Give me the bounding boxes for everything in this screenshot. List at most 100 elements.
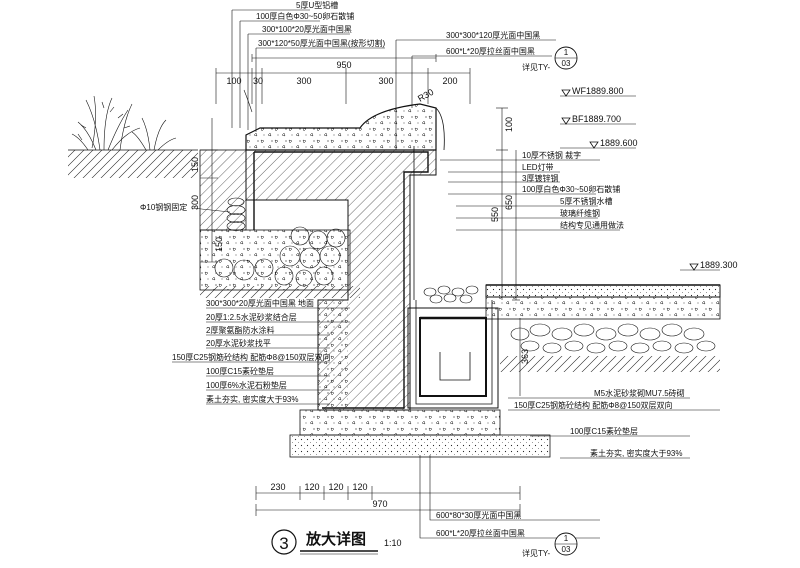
callout-white-pebbles-2: 100厚白色Φ30~50卵石散铺 (522, 184, 620, 194)
callout-c15-cushion-2: 100厚C15素砼垫层 (570, 426, 638, 436)
ref-bottom-num: 1 (564, 534, 569, 543)
vdim-left-150: 150 (190, 157, 200, 172)
base-slab (299, 409, 501, 436)
bottom-dimension-chain (255, 486, 521, 516)
callout-rc-structure-2: 150厚C25钢筋砼结构 配筋Φ8@150双层双向 (514, 400, 673, 410)
callout-waterproof: 2厚聚氨酯防水涂料 (206, 325, 274, 335)
elev-marker-wf (561, 89, 571, 97)
vdim-left-300: 300 (190, 195, 200, 210)
radius-label: R30 (416, 87, 435, 104)
dim-100: 100 (226, 76, 241, 86)
pebble-bed-upper (226, 197, 246, 231)
elevation-markers (561, 89, 699, 271)
elev-marker-bf (561, 117, 571, 125)
ref-top-sheet: 03 (562, 59, 571, 68)
water-basin (407, 307, 499, 409)
callout-brick-masonry: M5水泥砂浆砌MU7.5砖砌 (594, 388, 685, 398)
right-callouts: 10厚不锈钢 裁字 LED灯带 3厚镀锌钢 100厚白色Φ30~50卵石散铺 5… (522, 150, 624, 230)
membrane-lines (253, 146, 493, 409)
top-right-callouts: 300*300*120厚光面中国黑 600*L*20厚拉丝面中国黑 (446, 30, 540, 56)
bottom-dimensions: 230 120 120 120 970 (270, 482, 387, 509)
wall-structure (199, 149, 551, 458)
left-vertical-dim-labels: 150 300 150 (190, 157, 224, 252)
callout-black-stone-120: 300*120*50厚光面中国黑(按形切割) (258, 38, 385, 48)
callout-mortar-bed: 20厚1:2.5水泥砂浆结合层 (206, 312, 297, 322)
callout-cap-600x80: 600*80*30厚光面中国黑 (436, 510, 521, 520)
topsoil-hatch (68, 150, 198, 178)
dim-950: 950 (336, 60, 351, 70)
callout-brushed-face: 600*L*20厚拉丝面中国黑 (446, 46, 535, 56)
title-text: 放大详图 (305, 530, 366, 548)
callout-aluminum-channel: 5厚U型铝槽 (296, 0, 338, 10)
mid-vertical-dim-labels: 100 550 650 363 (490, 117, 530, 364)
callout-c15-cushion: 100厚C15素砼垫层 (206, 366, 274, 376)
footing-left (199, 229, 351, 291)
basin-box (419, 317, 487, 397)
elev-pavement: 1889.300 (700, 260, 738, 270)
top-dimension-chain (215, 54, 471, 104)
callout-compacted-soil: 素土夯实, 密实度大于93% (206, 394, 298, 404)
callout-leveling: 20厚水泥砂浆找平 (206, 338, 271, 348)
title-number-circle (271, 529, 297, 555)
coping-stone (243, 89, 445, 151)
callout-led-strip: LED灯带 (522, 162, 554, 172)
vdim-100: 100 (504, 117, 514, 132)
callout-rc-structure: 150厚C25钢筋砼结构 配筋Φ8@150双层双向 (172, 352, 331, 362)
base-cushion (289, 434, 551, 458)
vdim-550: 550 (490, 207, 500, 222)
bdim-120-c: 120 (352, 482, 367, 492)
bdim-120-b: 120 (328, 482, 343, 492)
leader-lines (172, 9, 720, 539)
callout-structure-general: 结构专见通用做法 (560, 220, 624, 230)
callout-cement-stone: 100厚6%水泥石粉垫层 (206, 380, 287, 390)
right-pavement (485, 284, 721, 372)
callout-floor-stone: 300*300*20厚光面中国黑 地面 (206, 298, 314, 308)
elev-marker-pavement (689, 263, 699, 271)
bdim-120-a: 120 (304, 482, 319, 492)
left-base-earth (200, 286, 360, 298)
callout-stainless-letters: 10厚不锈钢 裁字 (522, 150, 581, 160)
dim-30: 30 (253, 76, 263, 86)
ref-bottom-prefix: 详见TY- (522, 548, 550, 558)
ref-top-prefix: 详见TY- (522, 62, 550, 72)
planter-wall (199, 149, 247, 231)
callout-stainless-trough: 5厚不锈钢水槽 (560, 196, 612, 206)
drawing-title: 3 放大详图 1:10 (271, 529, 402, 555)
title-scale: 1:10 (384, 538, 402, 548)
callout-coping-300: 300*300*120厚光面中国黑 (446, 30, 540, 40)
left-vertical-dims (200, 118, 218, 263)
vdim-363: 363 (520, 349, 530, 364)
title-number: 3 (279, 534, 288, 553)
top-callouts: 5厚U型铝槽 100厚白色Φ30~50卵石散铺 300*100*20厚光面中国黑… (256, 0, 385, 48)
dim-200: 200 (442, 76, 457, 86)
ref-top-num: 1 (564, 48, 569, 57)
bdim-230: 230 (270, 482, 285, 492)
elevations: WF1889.800 BF1889.700 1889.600 1889.300 (572, 86, 738, 270)
callout-fiberglass: 玻璃纤维钢 (560, 208, 600, 218)
bdim-970: 970 (372, 499, 387, 509)
elev-top: 1889.600 (600, 138, 638, 148)
dim-300-b: 300 (378, 76, 393, 86)
ref-bottom-sheet: 03 (562, 545, 571, 554)
mid-vertical-dims (496, 107, 521, 396)
reference-top: 1 03 详见TY- (522, 46, 578, 72)
vdim-left-150b: 150 (214, 237, 224, 252)
callout-brushed-face-2: 600*L*20厚拉丝面中国黑 (436, 528, 525, 538)
top-dimensions: 100 30 950 300 300 200 R30 (226, 60, 457, 104)
vdim-650: 650 (504, 195, 514, 210)
elev-marker-top (589, 141, 599, 149)
callout-compacted-soil-2: 素土夯实, 密实度大于93% (590, 448, 682, 458)
bottom-callouts: 600*80*30厚光面中国黑 600*L*20厚拉丝面中国黑 (436, 510, 525, 538)
callout-white-pebbles: 100厚白色Φ30~50卵石散铺 (256, 11, 354, 21)
elev-wf: WF1889.800 (572, 86, 624, 96)
dim-300-a: 300 (296, 76, 311, 86)
grass-plants (71, 95, 177, 151)
left-callouts: 300*300*20厚光面中国黑 地面 20厚1:2.5水泥砂浆结合层 2厚聚氨… (172, 298, 331, 404)
lower-right-callouts: M5水泥砂浆砌MU7.5砖砌 150厚C25钢筋砼结构 配筋Φ8@150双层双向… (514, 388, 685, 458)
reference-bottom: 1 03 详见TY- (522, 532, 578, 558)
callout-black-stone-100: 300*100*20厚光面中国黑 (262, 24, 352, 34)
pebble-bed-basin (423, 285, 479, 304)
left-planting-area (68, 95, 198, 178)
pebble-bed-left (214, 226, 346, 287)
